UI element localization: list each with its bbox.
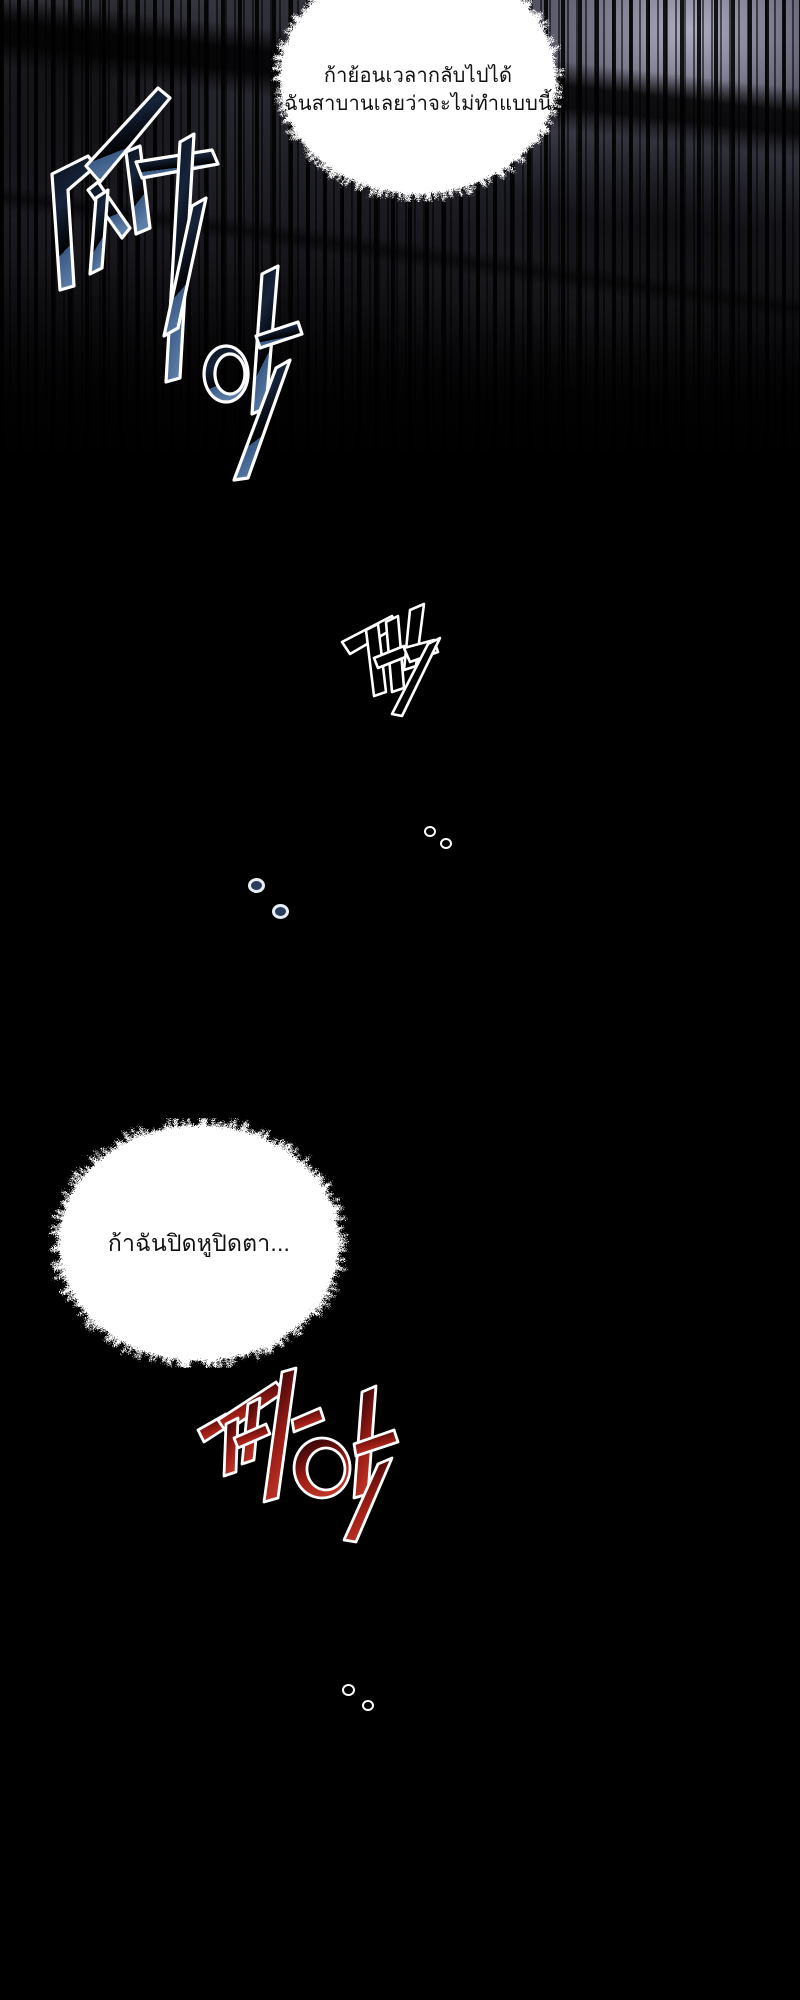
sfx-red-bottom	[196, 1368, 416, 1548]
speech-bubble-top-text: ก้าย้อนเวลากลับไปได้ ฉันสาบานเลยว่าจะไม่…	[284, 38, 552, 119]
sfx-white-middle	[338, 596, 468, 726]
sfx-dot	[424, 826, 436, 837]
sfx-dot	[440, 838, 452, 849]
sfx-dot	[248, 878, 265, 893]
sfx-dot	[362, 1700, 374, 1711]
speech-bubble-bottom: ก้าฉันปิดหูปิดตา...	[44, 1118, 354, 1368]
sfx-blue-upper-left	[30, 78, 320, 508]
speech-bubble-bottom-body: ก้าฉันปิดหูปิดตา...	[44, 1118, 354, 1368]
sfx-dot	[272, 904, 289, 919]
sfx-white-glyphs	[338, 596, 468, 726]
sfx-red-glyphs	[196, 1368, 416, 1548]
sfx-blue-glyphs	[30, 78, 320, 508]
sfx-dot	[342, 1684, 355, 1696]
speech-bubble-bottom-text: ก้าฉันปิดหูปิดตา...	[108, 1227, 290, 1260]
